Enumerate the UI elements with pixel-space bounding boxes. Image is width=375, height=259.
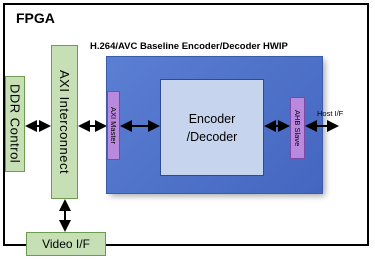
axi-master-label: AXI Master — [109, 106, 118, 145]
encoder-label-line1: Encoder — [188, 111, 236, 126]
video-if-block: Video I/F — [26, 232, 106, 256]
encoder-label-line2: /Decoder — [186, 129, 238, 144]
ahb-slave-label: AHB Slave — [293, 109, 302, 147]
video-if-label: Video I/F — [42, 237, 90, 251]
encoder-decoder-block: Encoder /Decoder — [160, 79, 264, 176]
axi-interconnect-label: AXI Interconnect — [57, 69, 72, 175]
hwip-title: H.264/AVC Baseline Encoder/Decoder HWIP — [90, 41, 288, 52]
ahb-slave-block: AHB Slave — [290, 97, 305, 159]
axi-interconnect-block: AXI Interconnect — [51, 45, 78, 199]
axi-master-block: AXI Master — [107, 91, 120, 160]
ddr-control-block: DDR Control — [5, 76, 25, 172]
fpga-label: FPGA — [16, 10, 55, 26]
host-if-label: Host I/F — [317, 109, 344, 118]
ddr-control-label: DDR Control — [7, 84, 23, 164]
